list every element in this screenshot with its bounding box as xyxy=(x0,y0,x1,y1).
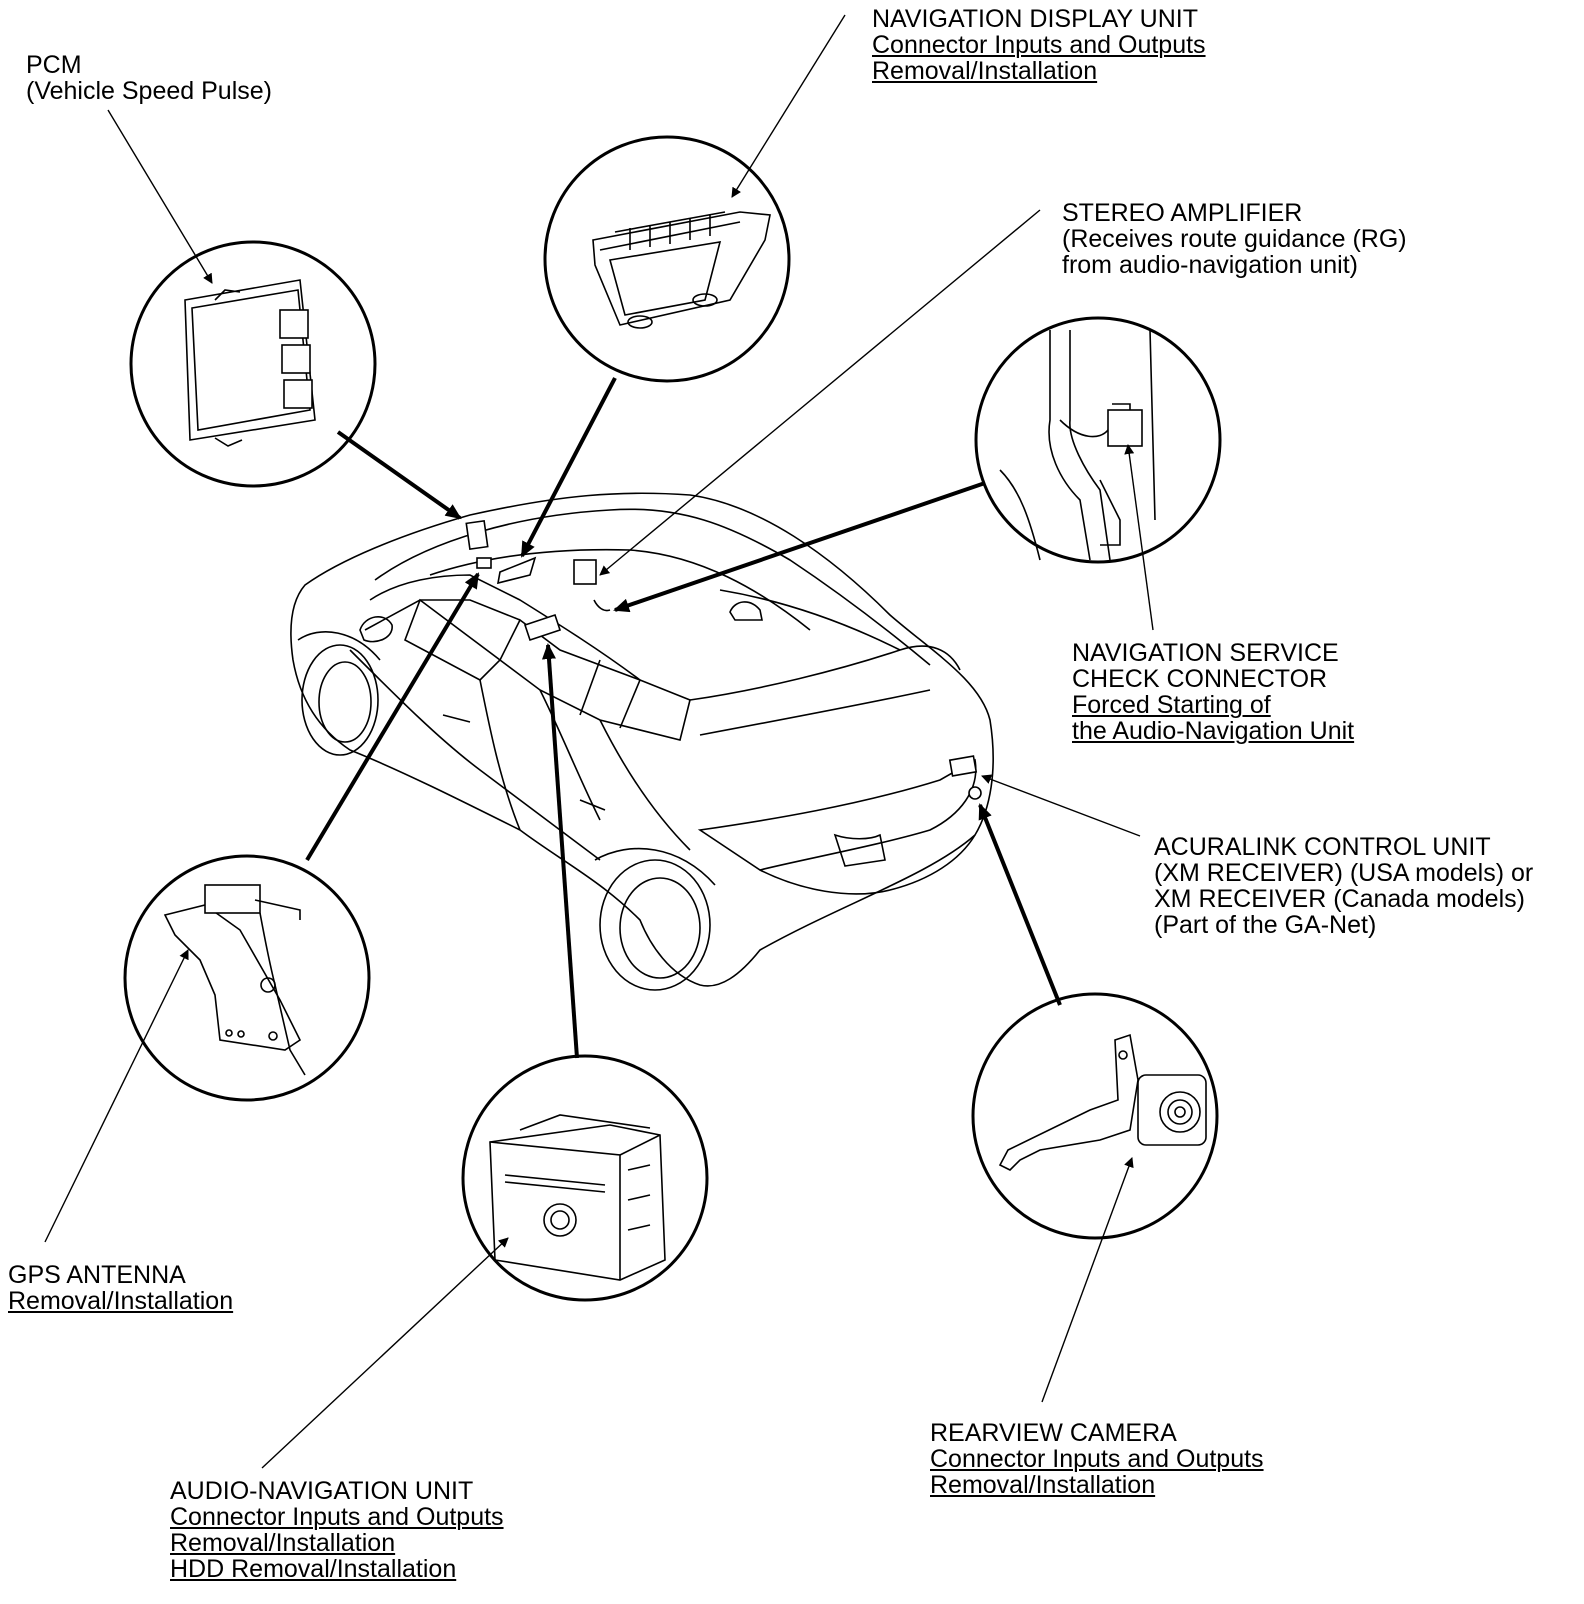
navigation-display-connector-link[interactable]: Connector Inputs and Outputs xyxy=(872,31,1206,59)
acuralink-line-3: XM RECEIVER (Canada models) xyxy=(1154,885,1525,913)
service-check-connector-label: NAVIGATION SERVICE CHECK CONNECTOR Force… xyxy=(1072,640,1354,744)
leader-lines xyxy=(44,14,1154,1469)
audio-navigation-unit-label: AUDIO-NAVIGATION UNIT Connector Inputs a… xyxy=(170,1478,504,1582)
audio-navigation-hdd-link[interactable]: HDD Removal/Installation xyxy=(170,1555,457,1583)
rearview-camera-removal-link[interactable]: Removal/Installation xyxy=(930,1471,1156,1499)
gps-antenna-title: GPS ANTENNA xyxy=(8,1261,186,1289)
acuralink-control-unit-label: ACURALINK CONTROL UNIT (XM RECEIVER) (US… xyxy=(1154,834,1533,938)
pcm-label: PCM (Vehicle Speed Pulse) xyxy=(26,52,272,104)
acuralink-line-4: (Part of the GA-Net) xyxy=(1154,911,1377,939)
navigation-display-unit-title: NAVIGATION DISPLAY UNIT xyxy=(872,5,1198,33)
audio-navigation-detail xyxy=(461,1054,709,1302)
stereo-amplifier-note-1: (Receives route guidance (RG) xyxy=(1062,225,1407,253)
acuralink-line-2: (XM RECEIVER) (USA models) or xyxy=(1154,859,1534,887)
vehicle-illustration xyxy=(290,492,994,991)
gps-antenna-label: GPS ANTENNA Removal/Installation xyxy=(8,1262,233,1314)
audio-navigation-connector-link[interactable]: Connector Inputs and Outputs xyxy=(170,1503,504,1531)
forced-starting-link-1[interactable]: Forced Starting of xyxy=(1072,691,1271,719)
pcm-detail xyxy=(129,240,377,488)
rearview-camera-title: REARVIEW CAMERA xyxy=(930,1419,1177,1447)
pcm-title: PCM xyxy=(26,51,82,79)
navigation-display-removal-link[interactable]: Removal/Installation xyxy=(872,57,1098,85)
stereo-amplifier-note-2: from audio-navigation unit) xyxy=(1062,251,1358,279)
service-connector-detail xyxy=(974,316,1222,564)
acuralink-line-1: ACURALINK CONTROL UNIT xyxy=(1154,833,1491,861)
gps-antenna-removal-link[interactable]: Removal/Installation xyxy=(8,1287,234,1315)
rearview-camera-label: REARVIEW CAMERA Connector Inputs and Out… xyxy=(930,1420,1264,1498)
service-check-connector-title-2: CHECK CONNECTOR xyxy=(1072,665,1328,693)
navigation-display-unit-label: NAVIGATION DISPLAY UNIT Connector Inputs… xyxy=(872,6,1206,84)
audio-navigation-unit-title: AUDIO-NAVIGATION UNIT xyxy=(170,1477,474,1505)
gps-antenna-detail xyxy=(123,854,371,1102)
pcm-note: (Vehicle Speed Pulse) xyxy=(26,77,272,105)
thick-arrows xyxy=(305,377,1062,1059)
rearview-camera-connector-link[interactable]: Connector Inputs and Outputs xyxy=(930,1445,1264,1473)
audio-navigation-removal-link[interactable]: Removal/Installation xyxy=(170,1529,396,1557)
stereo-amplifier-label: STEREO AMPLIFIER (Receives route guidanc… xyxy=(1062,200,1407,278)
navigation-display-detail xyxy=(543,135,791,383)
stereo-amplifier-title: STEREO AMPLIFIER xyxy=(1062,199,1303,227)
rearview-camera-detail xyxy=(971,992,1219,1240)
service-check-connector-title-1: NAVIGATION SERVICE xyxy=(1072,639,1339,667)
forced-starting-link-2[interactable]: the Audio-Navigation Unit xyxy=(1072,717,1355,745)
